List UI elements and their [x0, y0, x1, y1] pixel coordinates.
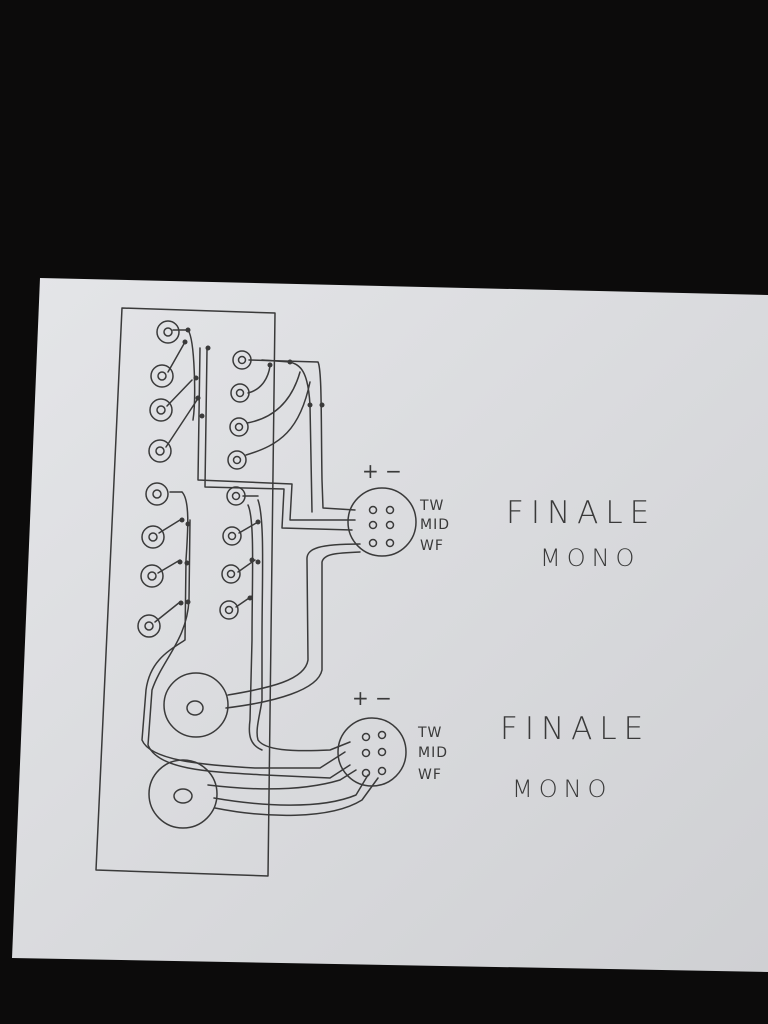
large-jack-lower [148, 759, 218, 829]
din-connector-top [347, 487, 417, 557]
top-connector-labels: + − TW MID WF FINALE MONO [362, 459, 656, 572]
left-jumpers [154, 329, 198, 623]
mono-subtitle-top: MONO [540, 544, 640, 572]
jack-l1 [156, 320, 180, 344]
pin-label-tw-top: TW [419, 498, 444, 514]
polarity-label-bottom: + − [352, 686, 392, 710]
solder-points [177, 327, 325, 606]
finale-title-top: FINALE [506, 495, 656, 531]
pin-label-mid-top: MID [420, 517, 450, 533]
bottom-connector-labels: + − TW MID WF FINALE MONO [352, 686, 650, 803]
jack-m3 [229, 417, 249, 437]
jack-l5 [145, 482, 169, 506]
pin-label-tw-bottom: TW [417, 725, 442, 741]
left-bus-wires [141, 329, 356, 779]
mono-subtitle-bottom: MONO [512, 775, 612, 803]
pin-label-wf-top: WF [420, 538, 444, 554]
paper-sheet [12, 278, 768, 972]
pin-label-wf-bottom: WF [418, 767, 442, 783]
din-connector-bottom [337, 717, 407, 787]
jack-m6 [222, 526, 242, 546]
polarity-label-top: + − [362, 459, 402, 483]
jack-l3 [149, 398, 173, 422]
lower-jack-wires [207, 769, 379, 817]
jack-l7 [140, 564, 164, 588]
jack-l2 [150, 364, 174, 388]
pin-label-mid-bottom: MID [418, 745, 448, 761]
jack-l4 [148, 439, 172, 463]
jack-m8 [219, 600, 239, 620]
jack-l8 [137, 614, 161, 638]
panel-outline [95, 307, 276, 877]
jack-m7 [221, 564, 241, 584]
left-jack-column [137, 320, 180, 638]
large-jack-upper [163, 672, 229, 738]
jack-m4 [227, 450, 247, 470]
jack-l6 [141, 525, 165, 549]
finale-title-bottom: FINALE [500, 711, 650, 747]
upper-jack-wires [225, 543, 361, 709]
